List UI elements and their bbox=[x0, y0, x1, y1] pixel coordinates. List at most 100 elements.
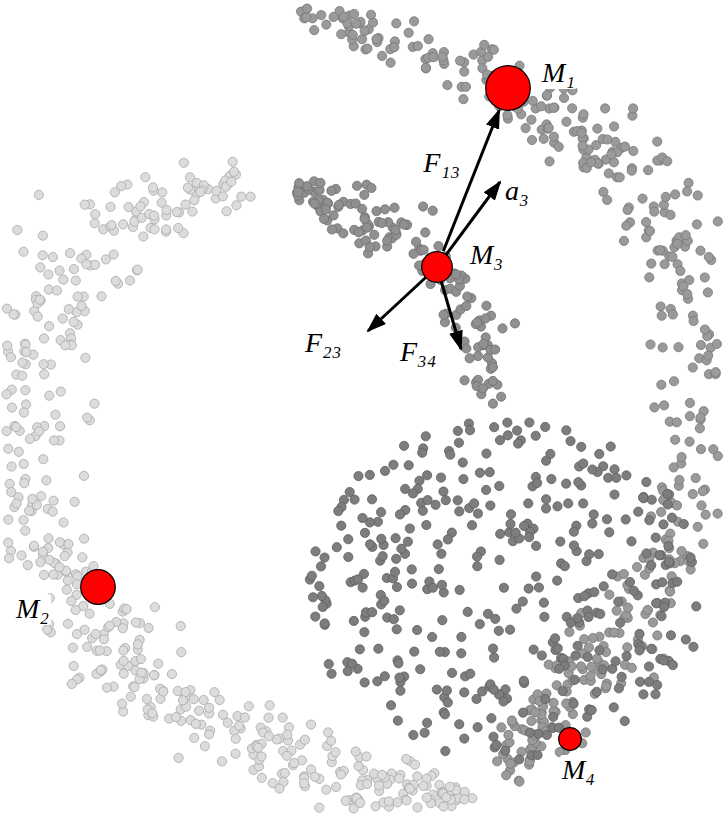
particle bbox=[473, 509, 482, 518]
particle bbox=[661, 192, 670, 201]
particle bbox=[428, 206, 437, 215]
particle bbox=[544, 123, 553, 132]
particle bbox=[332, 543, 341, 552]
particle bbox=[63, 576, 72, 585]
particle bbox=[302, 4, 311, 13]
particle bbox=[459, 95, 468, 104]
particle bbox=[321, 205, 330, 214]
particle bbox=[384, 797, 393, 806]
particle bbox=[67, 679, 76, 688]
particle bbox=[4, 538, 13, 547]
particle bbox=[358, 583, 367, 592]
particle bbox=[419, 245, 428, 254]
particle bbox=[634, 507, 643, 516]
particle bbox=[712, 339, 721, 348]
particle bbox=[688, 363, 697, 372]
particle bbox=[685, 398, 694, 407]
particle bbox=[2, 426, 11, 435]
particle bbox=[409, 249, 418, 258]
force-arrow bbox=[443, 110, 499, 251]
particle bbox=[659, 401, 668, 410]
particle bbox=[45, 555, 54, 564]
particle bbox=[73, 292, 82, 301]
particle bbox=[434, 241, 443, 250]
particle bbox=[71, 276, 80, 285]
particle bbox=[38, 547, 47, 556]
particle bbox=[378, 552, 387, 561]
particle bbox=[37, 491, 46, 500]
particle bbox=[610, 465, 619, 474]
particle bbox=[645, 226, 654, 235]
particle bbox=[533, 478, 542, 487]
particle bbox=[246, 192, 255, 201]
particle bbox=[506, 759, 515, 768]
particle bbox=[402, 754, 411, 763]
particle bbox=[95, 646, 104, 655]
particle bbox=[481, 314, 490, 323]
particle bbox=[699, 539, 708, 548]
particle bbox=[390, 567, 399, 576]
particle bbox=[244, 702, 253, 711]
particle bbox=[401, 795, 410, 804]
particle bbox=[465, 354, 474, 363]
particle bbox=[25, 506, 34, 515]
particle bbox=[659, 520, 668, 529]
particle bbox=[422, 471, 431, 480]
particle bbox=[562, 479, 571, 488]
particle bbox=[405, 784, 414, 793]
particle bbox=[488, 363, 497, 372]
particle bbox=[413, 625, 422, 634]
particle bbox=[380, 205, 389, 214]
particle bbox=[341, 796, 350, 805]
particle bbox=[713, 217, 722, 226]
particle bbox=[310, 26, 319, 35]
particle bbox=[642, 477, 651, 486]
particle bbox=[392, 625, 401, 634]
particle bbox=[119, 669, 128, 678]
particle bbox=[495, 481, 504, 490]
particle bbox=[677, 452, 686, 461]
particle bbox=[367, 495, 376, 504]
particle bbox=[513, 439, 522, 448]
particle bbox=[79, 534, 88, 543]
particle bbox=[691, 473, 700, 482]
particle bbox=[352, 181, 361, 190]
particle bbox=[505, 625, 514, 634]
particle bbox=[485, 468, 494, 477]
particle bbox=[502, 771, 511, 780]
particle bbox=[315, 803, 324, 812]
particle bbox=[486, 501, 495, 510]
particle bbox=[409, 730, 418, 739]
particle bbox=[403, 537, 412, 546]
particle bbox=[454, 438, 463, 447]
particle bbox=[596, 609, 605, 618]
particle bbox=[501, 746, 510, 755]
particle bbox=[360, 628, 369, 637]
particle bbox=[527, 135, 536, 144]
particle bbox=[709, 445, 718, 454]
particle bbox=[7, 403, 16, 412]
particle bbox=[562, 426, 571, 435]
particle bbox=[587, 705, 596, 714]
particle bbox=[365, 242, 374, 251]
particle bbox=[453, 496, 462, 505]
particle bbox=[554, 142, 563, 151]
particle bbox=[23, 561, 32, 570]
particle bbox=[588, 519, 597, 528]
particle bbox=[399, 441, 408, 450]
particle bbox=[549, 132, 558, 141]
particle bbox=[478, 384, 487, 393]
mass-circle bbox=[486, 66, 531, 111]
particle bbox=[603, 135, 612, 144]
particle bbox=[4, 444, 13, 453]
particle bbox=[395, 510, 404, 519]
particle bbox=[460, 376, 469, 385]
particle bbox=[679, 519, 688, 528]
particle bbox=[59, 518, 68, 527]
particle bbox=[393, 716, 402, 725]
particle bbox=[537, 102, 546, 111]
particle bbox=[438, 52, 447, 61]
particle bbox=[455, 720, 464, 729]
particle bbox=[60, 552, 69, 561]
particle bbox=[110, 188, 119, 197]
